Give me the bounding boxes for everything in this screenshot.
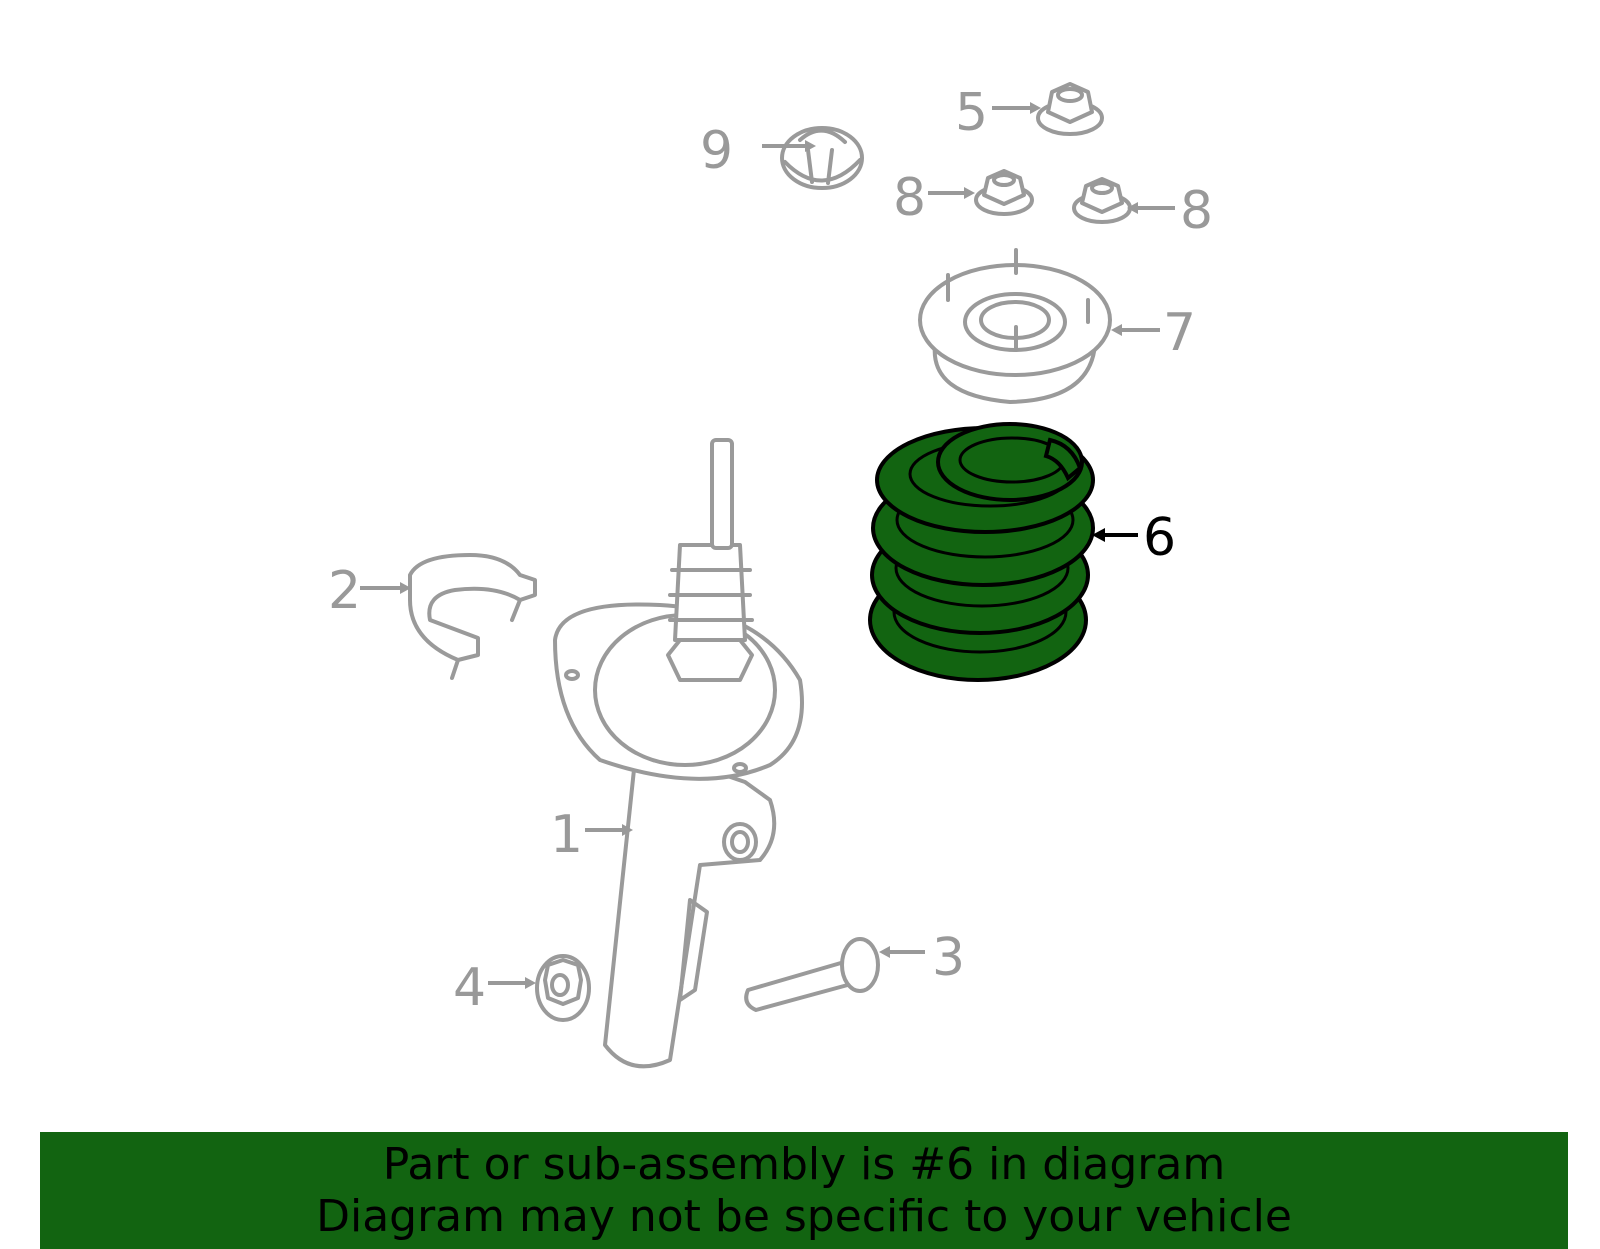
part-6-coil-spring[interactable] [868, 422, 1095, 682]
part-8-nut-right[interactable] [1072, 177, 1132, 224]
callout-5: 5 [955, 83, 988, 143]
arrow-8-right-head [1127, 202, 1138, 214]
callout-6: 6 [1143, 508, 1176, 568]
arrow-8-left-head [964, 187, 975, 199]
arrow-4-head [525, 977, 536, 989]
callout-4: 4 [453, 958, 486, 1018]
callout-8-right: 8 [1180, 181, 1213, 241]
diagram-notice-banner: Part or sub-assembly is #6 in diagram Di… [40, 1132, 1568, 1249]
part-5-nut[interactable] [1036, 82, 1104, 136]
part-4-nut[interactable] [535, 954, 591, 1022]
part-7-strut-mount[interactable] [918, 248, 1112, 404]
arrow-9-head [805, 140, 816, 152]
banner-line-disclaimer: Diagram may not be specific to your vehi… [316, 1190, 1292, 1242]
arrow-2-head [400, 582, 411, 594]
part-8-nut-left[interactable] [974, 169, 1034, 216]
callout-1: 1 [550, 805, 583, 865]
banner-line-part-number: Part or sub-assembly is #6 in diagram [382, 1138, 1226, 1190]
callout-7: 7 [1163, 303, 1196, 363]
arrow-1-head [622, 824, 633, 836]
callout-3: 3 [932, 928, 965, 988]
callout-arrows [360, 102, 1175, 989]
arrow-6-head [1092, 528, 1105, 542]
part-3-bolt[interactable] [744, 937, 880, 1012]
callout-2: 2 [328, 561, 361, 621]
parts-diagram: 9 5 8 8 7 6 2 1 3 4 [328, 82, 1213, 1069]
callout-9: 9 [700, 121, 733, 181]
part-2-spring-insulator[interactable] [408, 553, 537, 680]
arrow-5-head [1030, 102, 1041, 114]
callout-8-left: 8 [893, 168, 926, 228]
part-9-dust-cap[interactable] [780, 126, 864, 190]
arrow-3-head [879, 946, 890, 958]
part-1-strut-assembly[interactable] [553, 438, 804, 1069]
arrow-7-head [1111, 324, 1122, 336]
